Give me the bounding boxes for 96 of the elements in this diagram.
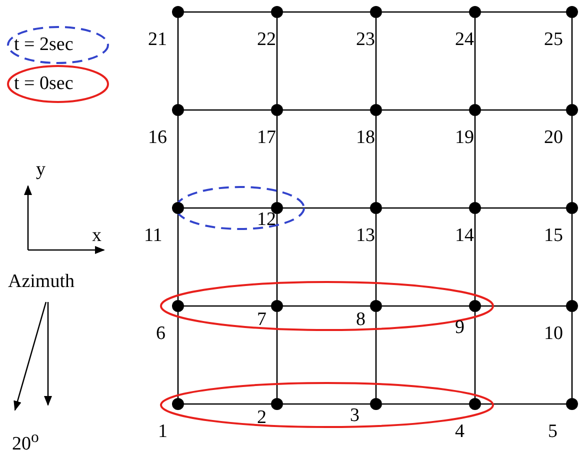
- grid-line: [375, 214, 377, 300]
- grid-line: [184, 305, 271, 307]
- grid-line: [177, 18, 179, 104]
- azimuth-label: Azimuth: [8, 272, 74, 292]
- grid-line: [375, 18, 377, 104]
- sensor-dot: [566, 202, 578, 214]
- node-number: 20: [544, 128, 563, 148]
- grid-line: [375, 116, 377, 202]
- sensor-dot: [469, 104, 481, 116]
- sensor-dot: [172, 6, 184, 18]
- grid-line: [481, 11, 566, 13]
- node-number: 10: [544, 324, 563, 344]
- node-number: 12: [257, 210, 276, 230]
- grid-line: [276, 116, 278, 202]
- grid-line: [474, 18, 476, 104]
- sensor-dot: [172, 202, 184, 214]
- sensor-dot: [566, 398, 578, 410]
- legend-label: t = 0sec: [14, 74, 74, 94]
- sensor-dot: [566, 300, 578, 312]
- sensor-dot: [370, 202, 382, 214]
- sensor-dot: [172, 300, 184, 312]
- grid-line: [184, 109, 271, 111]
- node-number: 15: [544, 226, 563, 246]
- grid-line: [283, 11, 370, 13]
- sensor-dot: [469, 300, 481, 312]
- grid-line: [481, 403, 566, 405]
- node-number: 13: [356, 226, 375, 246]
- grid-line: [184, 403, 271, 405]
- grid-line: [571, 18, 573, 104]
- sensor-dot: [370, 6, 382, 18]
- axis-label: y: [36, 160, 46, 180]
- sensor-dot: [370, 398, 382, 410]
- grid-line: [283, 207, 370, 209]
- sensor-dot: [469, 6, 481, 18]
- node-number: 17: [257, 128, 276, 148]
- node-number: 23: [356, 30, 375, 50]
- node-number: 16: [148, 128, 167, 148]
- node-number: 25: [544, 30, 563, 50]
- grid-line: [177, 214, 179, 300]
- sensor-dot: [566, 6, 578, 18]
- axis-label: x: [92, 226, 102, 246]
- node-number: 5: [548, 422, 558, 442]
- grid-line: [571, 116, 573, 202]
- grid-line: [177, 116, 179, 202]
- angle-label: 20$^{o}$: [12, 428, 39, 454]
- grid-line: [474, 312, 476, 398]
- node-number: 14: [455, 226, 474, 246]
- grid-line: [481, 207, 566, 209]
- grid-line: [283, 403, 370, 405]
- grid-line: [382, 403, 469, 405]
- grid-line: [382, 109, 469, 111]
- node-number: 3: [350, 406, 360, 426]
- grid-line: [276, 214, 278, 300]
- sensor-dot: [271, 398, 283, 410]
- grid-line: [382, 305, 469, 307]
- grid-line: [177, 312, 179, 398]
- node-number: 7: [257, 310, 266, 330]
- legend-label: t = 2sec: [14, 35, 74, 55]
- sensor-dot: [172, 104, 184, 116]
- node-number: 24: [455, 30, 474, 50]
- sensor-dot: [271, 6, 283, 18]
- grid-line: [481, 109, 566, 111]
- node-number: 9: [455, 318, 464, 338]
- sensor-dot: [469, 202, 481, 214]
- grid-line: [571, 214, 573, 300]
- grid-line: [382, 207, 469, 209]
- sensor-dot: [271, 300, 283, 312]
- grid-line: [184, 11, 271, 13]
- node-number: 11: [144, 226, 162, 246]
- grid-line: [184, 207, 271, 209]
- sensor-dot: [172, 398, 184, 410]
- grid-line: [474, 116, 476, 202]
- grid-line: [276, 18, 278, 104]
- node-number: 22: [257, 30, 276, 50]
- node-number: 2: [257, 408, 266, 428]
- node-number: 1: [158, 422, 168, 442]
- grid-line: [283, 305, 370, 307]
- sensor-dot: [469, 398, 481, 410]
- grid-line: [571, 312, 573, 398]
- node-number: 6: [156, 324, 166, 344]
- sensor-dot: [271, 104, 283, 116]
- node-number: 21: [148, 30, 167, 50]
- grid-line: [481, 305, 566, 307]
- node-number: 19: [455, 128, 474, 148]
- sensor-dot: [370, 300, 382, 312]
- node-number: 4: [455, 422, 464, 442]
- sensor-dot: [370, 104, 382, 116]
- grid-line: [375, 312, 377, 398]
- grid-line: [382, 11, 469, 13]
- node-number: 18: [356, 128, 375, 148]
- node-number: 8: [356, 310, 366, 330]
- grid-line: [276, 312, 278, 398]
- sensor-dot: [271, 202, 283, 214]
- grid-line: [283, 109, 370, 111]
- sensor-dot: [566, 104, 578, 116]
- grid-line: [474, 214, 476, 300]
